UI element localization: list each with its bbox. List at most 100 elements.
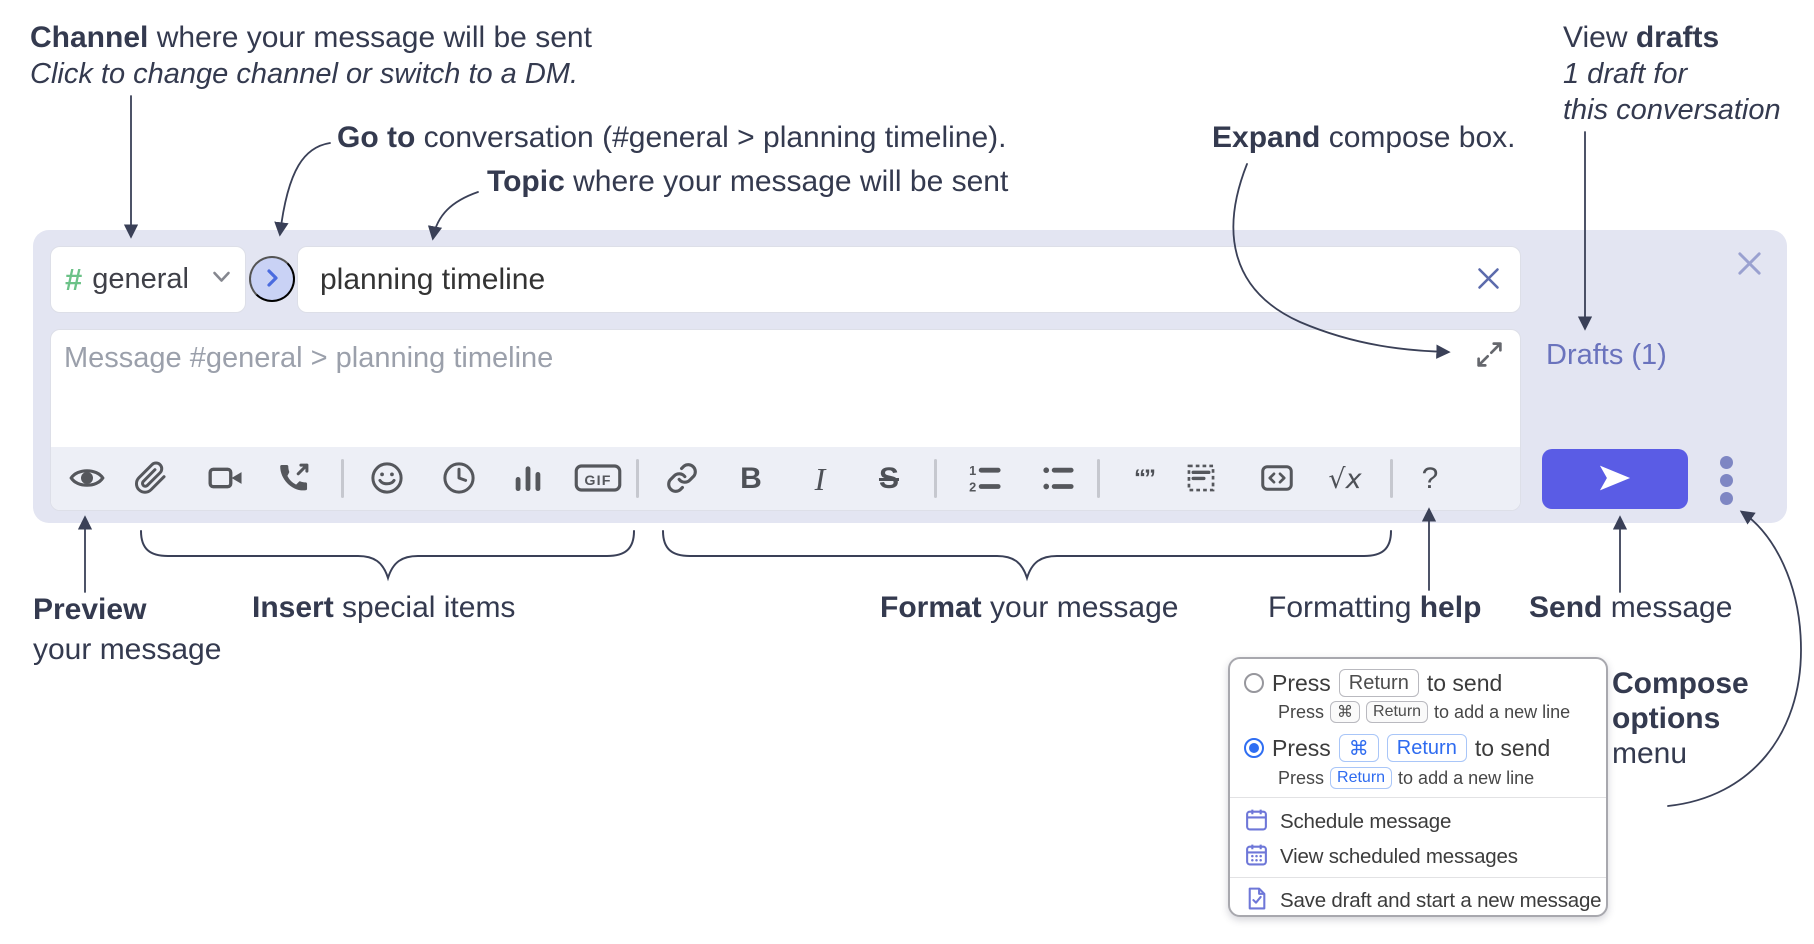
send-icon xyxy=(1597,464,1633,495)
eye-icon xyxy=(69,460,105,499)
send-option-return[interactable]: Press Return to send xyxy=(1244,667,1502,699)
preview-button[interactable] xyxy=(64,456,110,502)
radio-selected-icon[interactable] xyxy=(1244,738,1264,758)
svg-text:GIF: GIF xyxy=(584,473,611,489)
toolbar-divider xyxy=(1097,459,1100,498)
close-compose-button[interactable] xyxy=(1734,248,1765,282)
bold-button[interactable]: B xyxy=(728,456,774,502)
return-key: Return xyxy=(1386,734,1467,762)
annotation-expand: Expand compose box. xyxy=(1212,121,1516,154)
close-icon xyxy=(1734,248,1765,282)
video-call-button[interactable] xyxy=(203,456,249,502)
annotation-format: Format your message xyxy=(880,591,1179,624)
kebab-dots-icon xyxy=(1719,455,1733,505)
chevron-down-icon xyxy=(212,270,231,289)
return-key: Return xyxy=(1366,701,1429,723)
message-box: GIF B I S 12 “” √x ? xyxy=(50,329,1521,511)
popup-divider xyxy=(1230,797,1606,798)
phone-call-icon xyxy=(276,460,312,499)
emoji-button[interactable] xyxy=(364,456,410,502)
annotation-topic: Topic where your message will be sent xyxy=(487,165,1009,198)
toolbar-divider xyxy=(934,459,937,498)
bar-chart-icon xyxy=(511,461,545,498)
formatting-help-button[interactable]: ? xyxy=(1407,456,1453,502)
paperclip-icon xyxy=(134,461,168,498)
drafts-link[interactable]: Drafts (1) xyxy=(1546,339,1667,371)
annotation-compose-options: Compose options menu xyxy=(1612,667,1749,770)
topic-input[interactable] xyxy=(320,262,1475,297)
link-button[interactable] xyxy=(659,456,705,502)
goto-conversation-button[interactable] xyxy=(249,256,295,302)
channel-name: general xyxy=(92,263,189,295)
annotation-channel-bold: Channel xyxy=(30,21,149,54)
clear-topic-button[interactable] xyxy=(1475,265,1502,295)
expand-icon xyxy=(1475,340,1504,372)
brace-format xyxy=(662,530,1392,582)
math-button[interactable]: √x xyxy=(1317,456,1373,502)
annotation-view-drafts: View drafts 1 draft for this conversatio… xyxy=(1563,21,1781,126)
return-key: Return xyxy=(1330,767,1393,789)
attach-file-button[interactable] xyxy=(128,456,174,502)
toolbar-divider xyxy=(1390,459,1393,498)
spoiler-icon xyxy=(1184,461,1218,498)
chevron-right-icon xyxy=(261,267,283,292)
annotation-channel: Channel where your message will be sent … xyxy=(30,20,592,92)
clock-icon xyxy=(441,460,477,499)
smiley-icon xyxy=(369,460,405,499)
compose-box: # general xyxy=(33,230,1787,523)
cmd-key: ⌘ xyxy=(1330,701,1361,723)
send-option-cmd-return[interactable]: Press ⌘ Return to send xyxy=(1244,731,1550,765)
expand-compose-button[interactable] xyxy=(1475,340,1504,372)
annotation-channel-rest: where your message will be sent xyxy=(148,21,592,54)
time-button[interactable] xyxy=(436,456,482,502)
gif-button[interactable]: GIF xyxy=(572,456,624,502)
message-input[interactable] xyxy=(51,330,1520,446)
voice-call-button[interactable] xyxy=(271,456,317,502)
channel-selector[interactable]: # general xyxy=(50,246,246,313)
code-button[interactable] xyxy=(1254,456,1300,502)
close-icon xyxy=(1475,265,1502,295)
bulleted-list-button[interactable] xyxy=(1034,456,1080,502)
send-option-cmd-return-subtext: Press Return to add a new line xyxy=(1278,767,1535,789)
annotation-send: Send message xyxy=(1529,591,1733,624)
annotation-goto: Go to conversation (#general > planning … xyxy=(337,121,1007,154)
popup-divider xyxy=(1230,877,1606,878)
annotation-formatting-help: Formatting help xyxy=(1268,591,1482,624)
poll-button[interactable] xyxy=(505,456,551,502)
radio-unselected-icon[interactable] xyxy=(1244,673,1264,693)
connector-goto xyxy=(274,142,331,237)
send-option-return-subtext: Press ⌘ Return to add a new line xyxy=(1278,701,1571,723)
toolbar-divider xyxy=(341,459,344,498)
bulleted-list-icon xyxy=(1040,461,1074,498)
menu-item-save-draft[interactable]: Save draft and start a new message xyxy=(1244,885,1602,917)
svg-text:1: 1 xyxy=(969,463,976,478)
menu-item-view-scheduled[interactable]: View scheduled messages xyxy=(1244,841,1518,873)
cmd-key: ⌘ xyxy=(1338,734,1379,762)
quote-button[interactable]: “” xyxy=(1121,456,1167,502)
italic-button[interactable]: I xyxy=(797,456,843,502)
calendar-icon xyxy=(1244,807,1269,838)
video-camera-icon xyxy=(207,459,245,500)
compose-options-popup: Press Return to send Press ⌘ Return to a… xyxy=(1228,657,1608,917)
return-key: Return xyxy=(1338,669,1419,697)
toolbar-divider xyxy=(636,459,639,498)
calendar-dots-icon xyxy=(1244,842,1269,873)
link-icon xyxy=(665,461,699,498)
annotation-channel-line2: Click to change channel or switch to a D… xyxy=(30,58,579,90)
svg-text:2: 2 xyxy=(969,479,976,494)
brace-insert xyxy=(140,530,635,582)
code-icon xyxy=(1259,460,1295,499)
menu-item-schedule-message[interactable]: Schedule message xyxy=(1244,806,1451,838)
send-button[interactable] xyxy=(1542,449,1688,509)
annotation-insert: Insert special items xyxy=(252,591,516,624)
gif-icon: GIF xyxy=(573,460,623,499)
annotation-preview: Preview your message xyxy=(33,593,222,666)
strikethrough-button[interactable]: S xyxy=(866,456,912,502)
spoiler-button[interactable] xyxy=(1178,456,1224,502)
topic-field xyxy=(297,246,1521,313)
compose-options-menu-button[interactable] xyxy=(1711,452,1741,508)
